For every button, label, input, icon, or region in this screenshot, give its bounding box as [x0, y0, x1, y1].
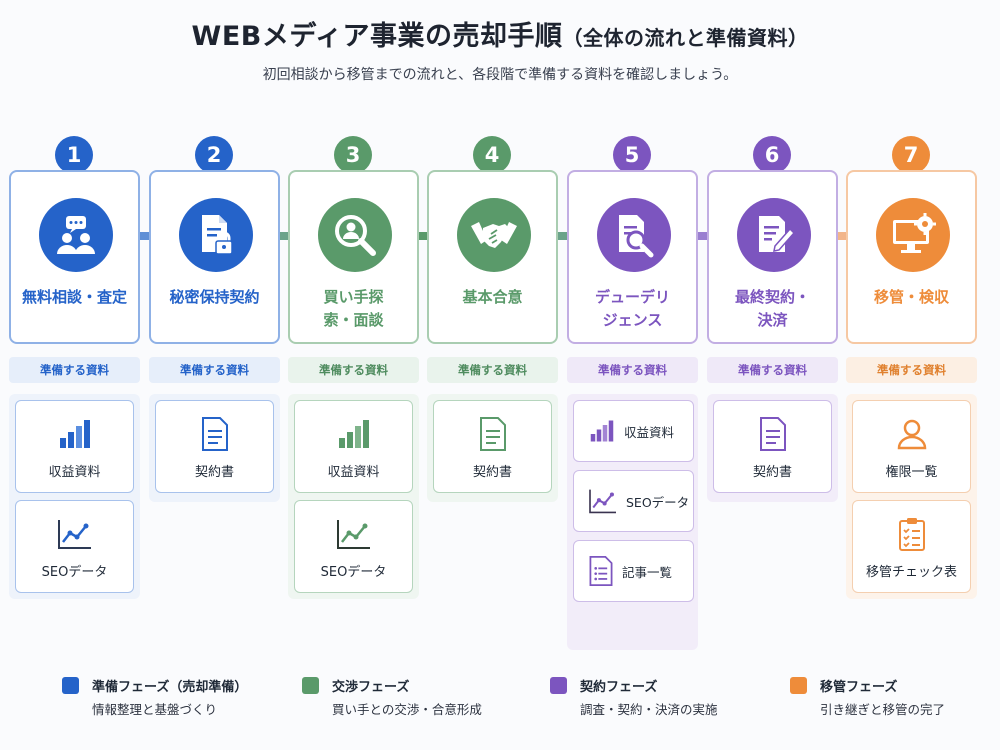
legend-swatch	[790, 677, 807, 694]
bar-chart-icon	[590, 420, 614, 442]
prep-header: 準備する資料	[9, 357, 140, 383]
doc-label: 契約書	[752, 465, 792, 480]
document-lock-icon	[179, 198, 253, 272]
step-card[interactable]: 買い手探索・面談	[288, 170, 419, 344]
doc-label: 収益資料	[327, 465, 380, 480]
document-icon	[714, 417, 831, 451]
legend-desc: 買い手との交渉・合意形成	[332, 702, 482, 717]
prep-header: 準備する資料	[567, 357, 698, 383]
doc-label: 契約書	[472, 465, 512, 480]
step-card[interactable]: デューデリジェンス	[567, 170, 698, 344]
step-card[interactable]: 移管・検収	[846, 170, 977, 344]
doc-label: 収益資料	[624, 424, 675, 440]
handshake-icon	[457, 198, 531, 272]
search-person-icon	[318, 198, 392, 272]
page-subtitle: 初回相談から移管までの流れと、各段階で準備する資料を確認しましょう。	[262, 67, 738, 83]
doc-label: 収益資料	[48, 465, 101, 480]
doc-card-permissions[interactable]: 権限一覧	[852, 400, 971, 493]
doc-card-contract[interactable]: 契約書	[433, 400, 552, 493]
step-label: 移管・検収	[873, 288, 949, 306]
list-document-icon	[589, 556, 613, 586]
step-card[interactable]: 秘密保持契約	[149, 170, 280, 344]
step-number-badge: 6	[753, 136, 791, 174]
step-number-badge: 4	[473, 136, 511, 174]
consultation-people-icon	[39, 198, 113, 272]
docs-area: 契約書	[149, 394, 280, 502]
step-card[interactable]: 基本合意	[427, 170, 558, 344]
step-label: 無料相談・査定	[21, 288, 127, 306]
bar-chart-icon	[16, 417, 133, 451]
doc-card-revenue[interactable]: 収益資料	[15, 400, 134, 493]
doc-label: SEOデータ	[626, 494, 690, 510]
step-label: 買い手探索・面談	[323, 288, 384, 329]
step-label: 秘密保持契約	[169, 288, 260, 306]
page-title: WEBメディア事業の売却手順（全体の流れと準備資料）	[191, 21, 809, 52]
doc-row-revenue[interactable]: 収益資料	[573, 400, 694, 462]
doc-card-checklist[interactable]: 移管チェック表	[852, 500, 971, 593]
legend-desc: 情報整理と基盤づくり	[92, 702, 218, 717]
step-number-badge: 7	[892, 136, 930, 174]
bar-chart-icon	[295, 417, 412, 451]
legend-desc: 引き継ぎと移管の完了	[820, 702, 946, 717]
prep-header: 準備する資料	[846, 357, 977, 383]
user-icon	[853, 417, 970, 451]
doc-label: SEOデータ	[41, 565, 108, 580]
step-number-badge: 2	[195, 136, 233, 174]
docs-area: 契約書	[707, 394, 838, 502]
step-number-badge: 5	[613, 136, 651, 174]
doc-row-article-list[interactable]: 記事一覧	[573, 540, 694, 602]
docs-area: 権限一覧 移管チェック表	[846, 394, 977, 599]
doc-card-contract[interactable]: 契約書	[713, 400, 832, 493]
doc-card-seo[interactable]: SEOデータ	[294, 500, 413, 593]
monitor-gear-icon	[876, 198, 950, 272]
step-label: 基本合意	[462, 288, 523, 306]
contract-sign-icon	[737, 198, 811, 272]
docs-area: 収益資料 SEOデータ	[288, 394, 419, 599]
doc-row-seo[interactable]: SEOデータ	[573, 470, 694, 532]
step-number-badge: 1	[55, 136, 93, 174]
legend-title: 契約フェーズ	[580, 680, 658, 695]
prep-header: 準備する資料	[288, 357, 419, 383]
legend-title: 交渉フェーズ	[332, 680, 410, 695]
legend-title: 準備フェーズ（売却準備）	[92, 680, 248, 695]
legend-swatch	[550, 677, 567, 694]
prep-header: 準備する資料	[427, 357, 558, 383]
doc-label: 移管チェック表	[865, 565, 957, 580]
doc-label: SEOデータ	[320, 565, 387, 580]
step-card[interactable]: 無料相談・査定	[9, 170, 140, 344]
doc-card-seo[interactable]: SEOデータ	[15, 500, 134, 593]
doc-card-contract[interactable]: 契約書	[155, 400, 274, 493]
legend-swatch	[62, 677, 79, 694]
step-label: デューデリジェンス	[594, 288, 670, 329]
docs-area: 収益資料 SEOデータ	[9, 394, 140, 599]
legend-swatch	[302, 677, 319, 694]
prep-header: 準備する資料	[707, 357, 838, 383]
checklist-icon	[853, 517, 970, 551]
prep-header: 準備する資料	[149, 357, 280, 383]
document-search-icon	[597, 198, 671, 272]
docs-area: 収益資料 SEOデータ 記事一覧	[567, 394, 698, 650]
doc-label: 権限一覧	[885, 465, 938, 480]
line-chart-icon	[16, 517, 133, 551]
step-number-badge: 3	[334, 136, 372, 174]
document-icon	[434, 417, 551, 451]
step-card[interactable]: 最終契約・決済	[707, 170, 838, 344]
legend-desc: 調査・契約・決済の実施	[580, 702, 718, 717]
doc-label: 記事一覧	[622, 564, 673, 580]
document-icon	[156, 417, 273, 451]
docs-area: 契約書	[427, 394, 558, 502]
doc-card-revenue[interactable]: 収益資料	[294, 400, 413, 493]
legend-title: 移管フェーズ	[820, 680, 898, 695]
line-chart-icon	[589, 489, 616, 514]
line-chart-icon	[295, 517, 412, 551]
doc-label: 契約書	[194, 465, 234, 480]
step-label: 最終契約・決済	[734, 288, 810, 329]
